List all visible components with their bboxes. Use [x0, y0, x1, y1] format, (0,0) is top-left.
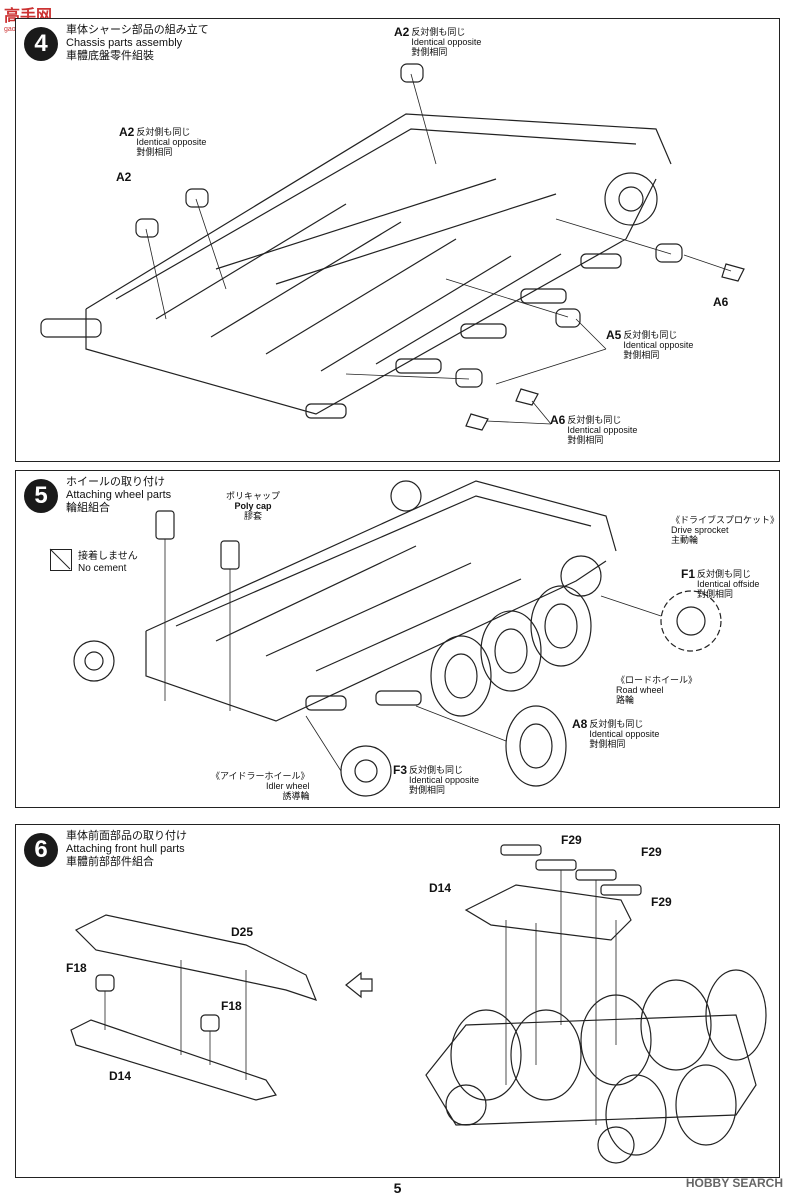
step-5-panel: 5 ホイールの取り付け Attaching wheel parts 輪組組合	[15, 470, 780, 808]
wheel-assembly-illustration	[49, 480, 722, 797]
label-f29-a: F29	[561, 833, 582, 847]
step-number-badge: 5	[24, 479, 58, 513]
label-f18-right: F18	[221, 999, 242, 1013]
label-poly-cap: ポリキャップ Poly cap 膠套	[226, 491, 281, 521]
label-idler-wheel: 《アイドラーホイール》 Idler wheel 誘導輪	[211, 771, 310, 801]
label-f29-c: F29	[651, 895, 672, 909]
step-4-panel: 4 車体シャーシ部品の組み立て Chassis parts assembly 車…	[15, 18, 780, 462]
label-no-cement: 接着しません No cement	[78, 551, 138, 574]
watermark-hobby-search: HOBBY SEARCH	[685, 1176, 783, 1190]
label-a2-plain: A2	[116, 170, 132, 184]
label-f18-left: F18	[66, 961, 87, 975]
label-a6-plain: A6	[713, 295, 729, 309]
step-title: ホイールの取り付け Attaching wheel parts 輪組組合	[66, 476, 172, 514]
page-number: 5	[393, 1180, 402, 1196]
label-road-wheel: 《ロードホイール》 Road wheel 路輪	[616, 675, 698, 705]
label-d14-left: D14	[109, 1069, 132, 1083]
step-title: 車体シャーシ部品の組み立て Chassis parts assembly 車體底…	[66, 24, 209, 62]
step-number-badge: 4	[24, 27, 58, 61]
label-drive-sprocket: 《ドライブスプロケット》 Drive sprocket 主動輪	[671, 515, 780, 545]
chassis-assembly-illustration	[40, 63, 745, 431]
label-d25: D25	[231, 925, 254, 939]
front-hull-illustration	[70, 844, 767, 1164]
step-number-badge: 6	[24, 833, 58, 867]
no-cement-icon	[50, 549, 72, 571]
step-title: 車体前面部品の取り付け Attaching front hull parts 車…	[66, 830, 187, 868]
label-d14-right: D14	[429, 881, 452, 895]
step-6-panel: 6 車体前面部品の取り付け Attaching front hull parts…	[15, 824, 780, 1178]
label-f29-b: F29	[641, 845, 662, 859]
